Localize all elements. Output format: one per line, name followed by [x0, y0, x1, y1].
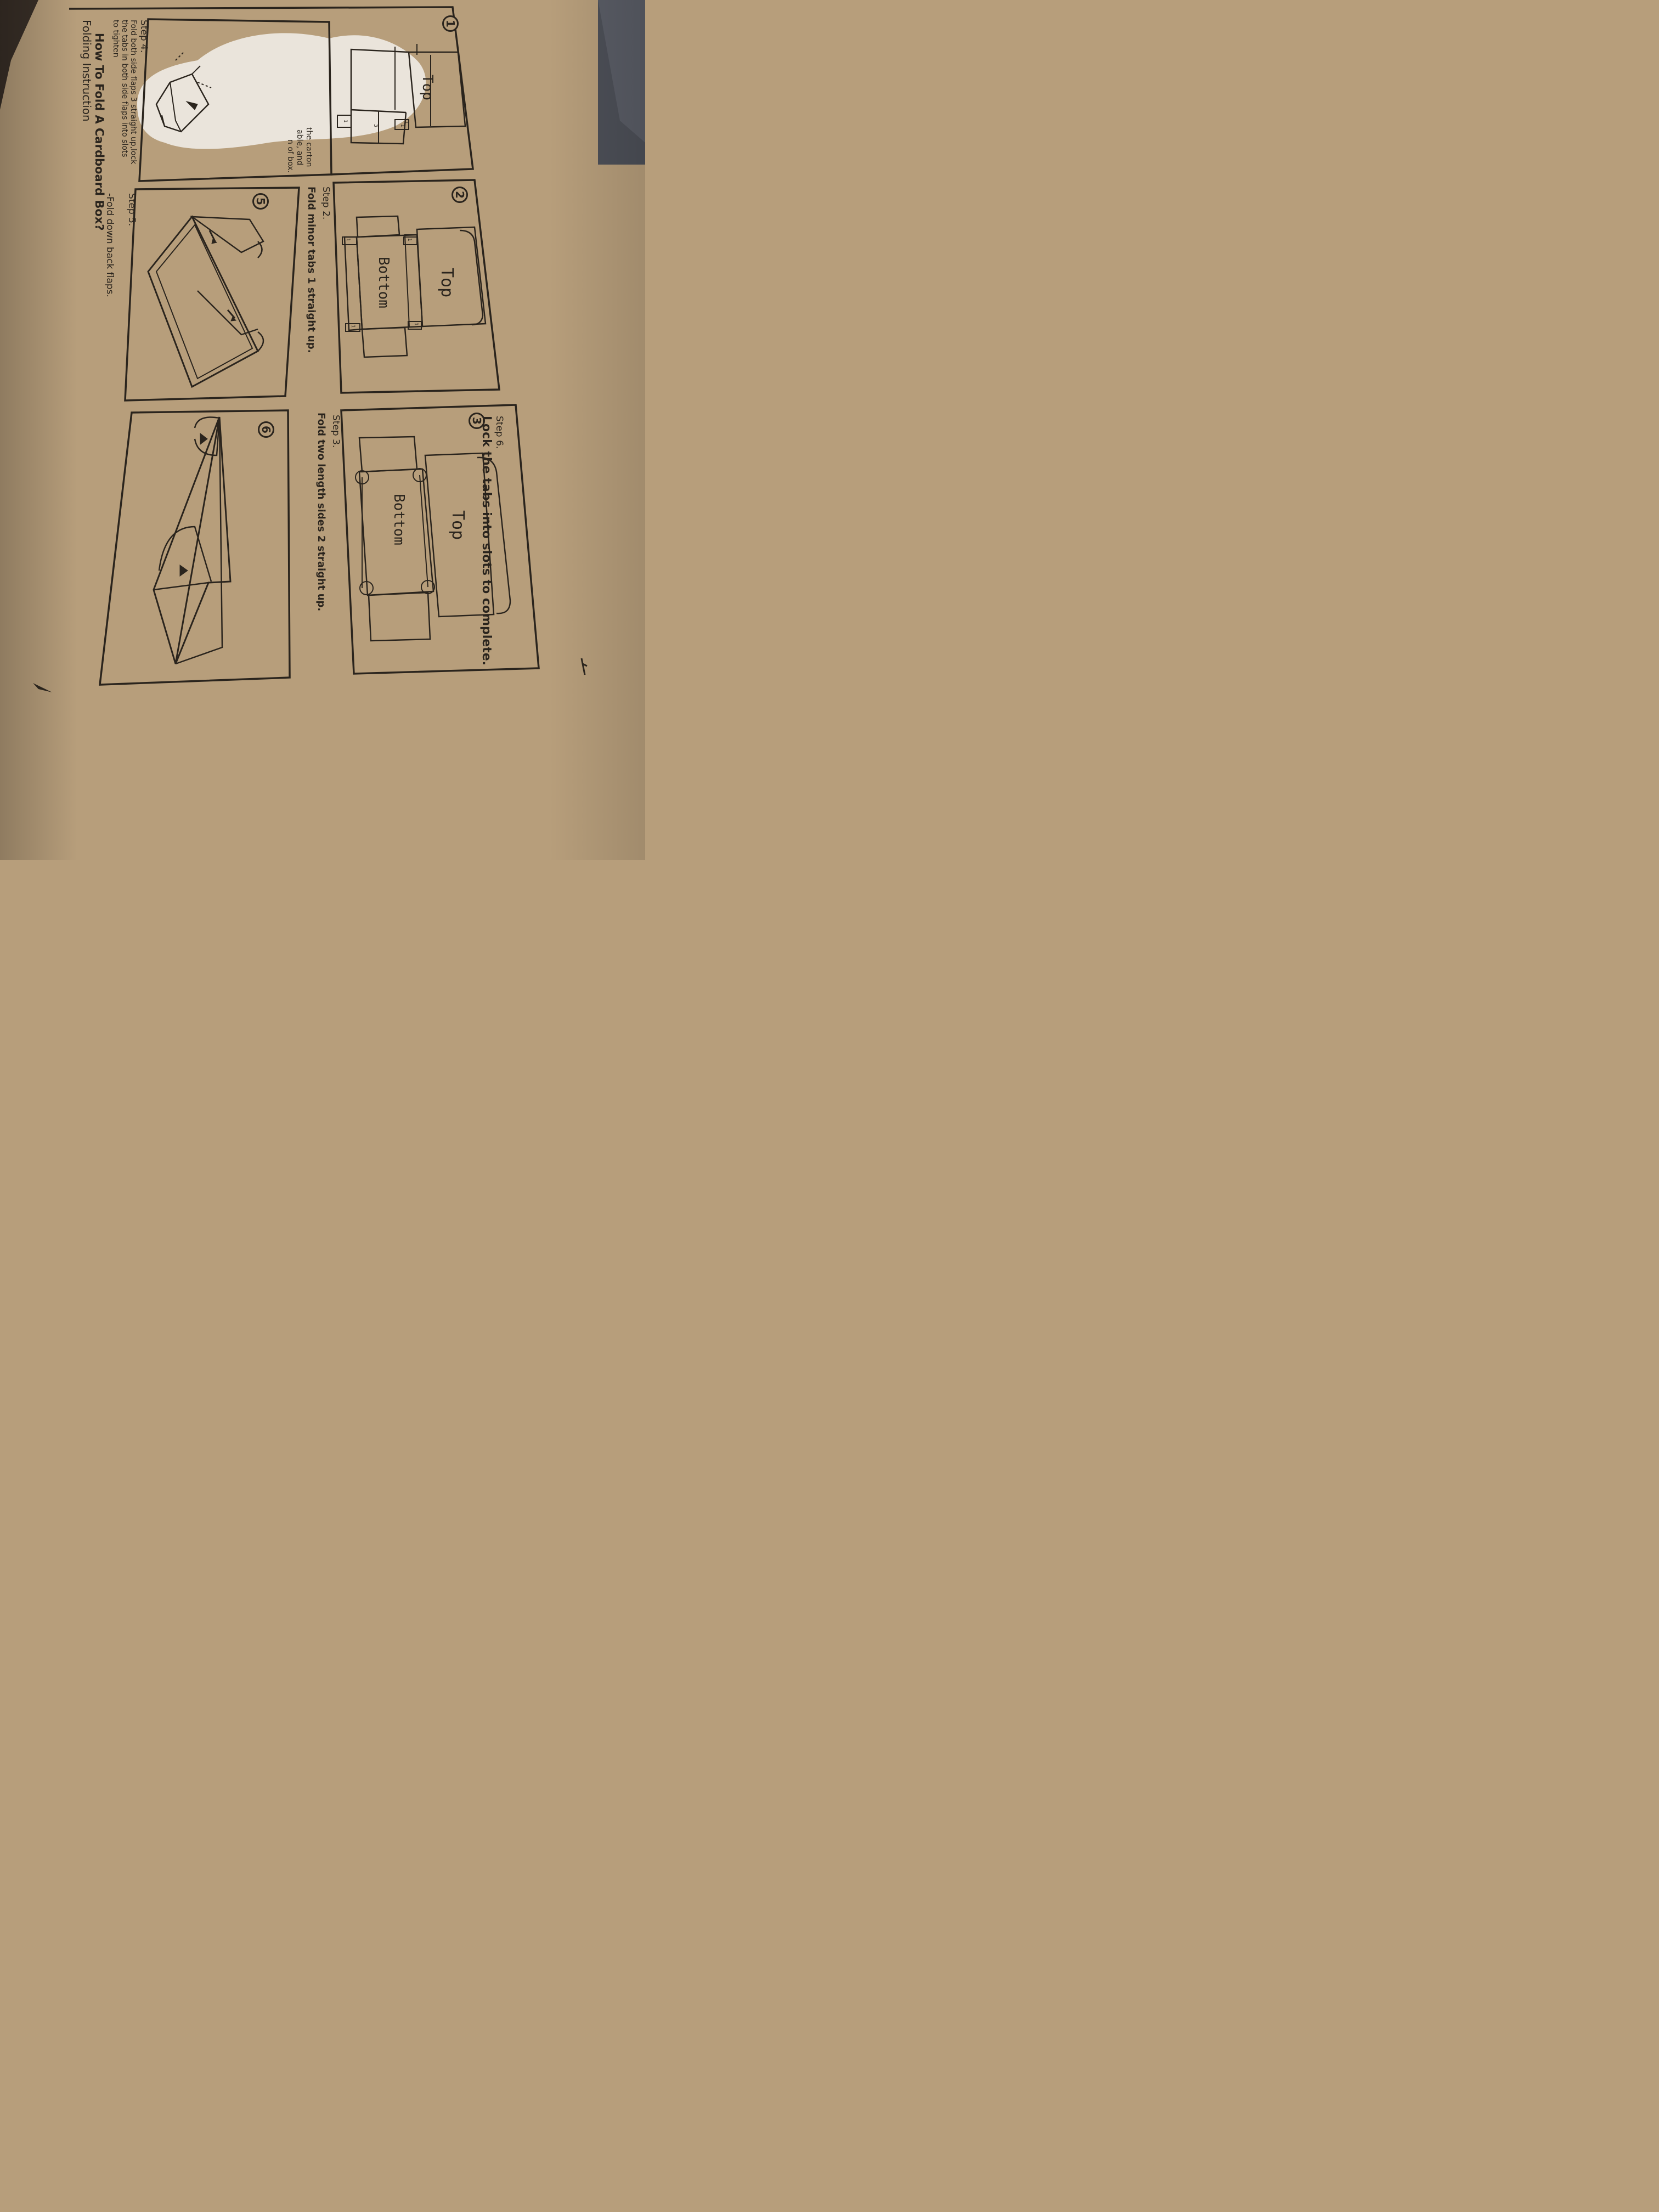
partial-text-line: able, and: [295, 129, 304, 166]
step4-instruction-line: Fold both side flaps 3 straight up,lock: [129, 20, 138, 165]
step3-bottom-label: Bottom: [391, 494, 407, 545]
step2-tab-label: 1: [345, 238, 351, 241]
step4-panel: [138, 18, 332, 182]
tape-residue: [137, 33, 426, 149]
step5-panel: [124, 187, 300, 402]
partial-text-line: the carton: [304, 127, 313, 167]
step5-number-badge: 5: [252, 193, 269, 210]
step2-label: Step 2.: [320, 187, 331, 220]
tear-mark: [33, 683, 52, 692]
step2-panel: [332, 179, 500, 394]
step2-tab-label: 1: [407, 238, 412, 241]
step1-number-badge: 1: [442, 15, 459, 32]
step2-instruction: Fold minor tabs 1 straight up.: [306, 187, 317, 353]
cardboard-photo: [0, 0, 645, 860]
step1-panel: [69, 6, 474, 176]
step1-tab-label: 1: [399, 124, 405, 127]
step2-top-label: Top: [437, 268, 456, 298]
step5-instruction: -Fold down back flaps.: [104, 193, 115, 297]
step3-top-label: Top: [448, 510, 467, 540]
step2-tab-label: 1: [350, 325, 356, 328]
scratch-mark: [580, 658, 588, 675]
step5-label: Step 5.: [126, 193, 137, 227]
step4-instruction-line: to tighten: [111, 20, 120, 58]
step3-instruction: Fold two length sides 2 straight up.: [315, 413, 327, 612]
step1-top-label: Top: [419, 75, 436, 100]
step1-tab-label: 3: [373, 124, 378, 127]
step6-instruction: Lock the tabs into slots to complete.: [479, 416, 493, 665]
step6-label: Step 6.: [494, 416, 505, 449]
step3-label: Step 3.: [330, 415, 341, 448]
step6-panel: [99, 409, 291, 686]
step6-number-badge: 6: [258, 421, 274, 438]
step2-number-badge: 2: [452, 187, 468, 203]
step2-bottom-label: Bottom: [375, 257, 392, 308]
step4-label: Step 4.: [138, 20, 149, 53]
step3-panel: [340, 404, 540, 675]
page-title: How To Fold A Cardboard Box?: [93, 33, 106, 231]
step1-tab-label: 1: [404, 121, 409, 124]
step4-instruction-line: the tabs in both side flaps into slots: [120, 20, 129, 157]
page-subtitle: Folding Instruction: [80, 20, 93, 122]
step2-tab-label: 1: [413, 323, 419, 326]
step1-tab-label: 1: [342, 120, 348, 123]
partial-text-line: n of box.: [286, 139, 295, 173]
